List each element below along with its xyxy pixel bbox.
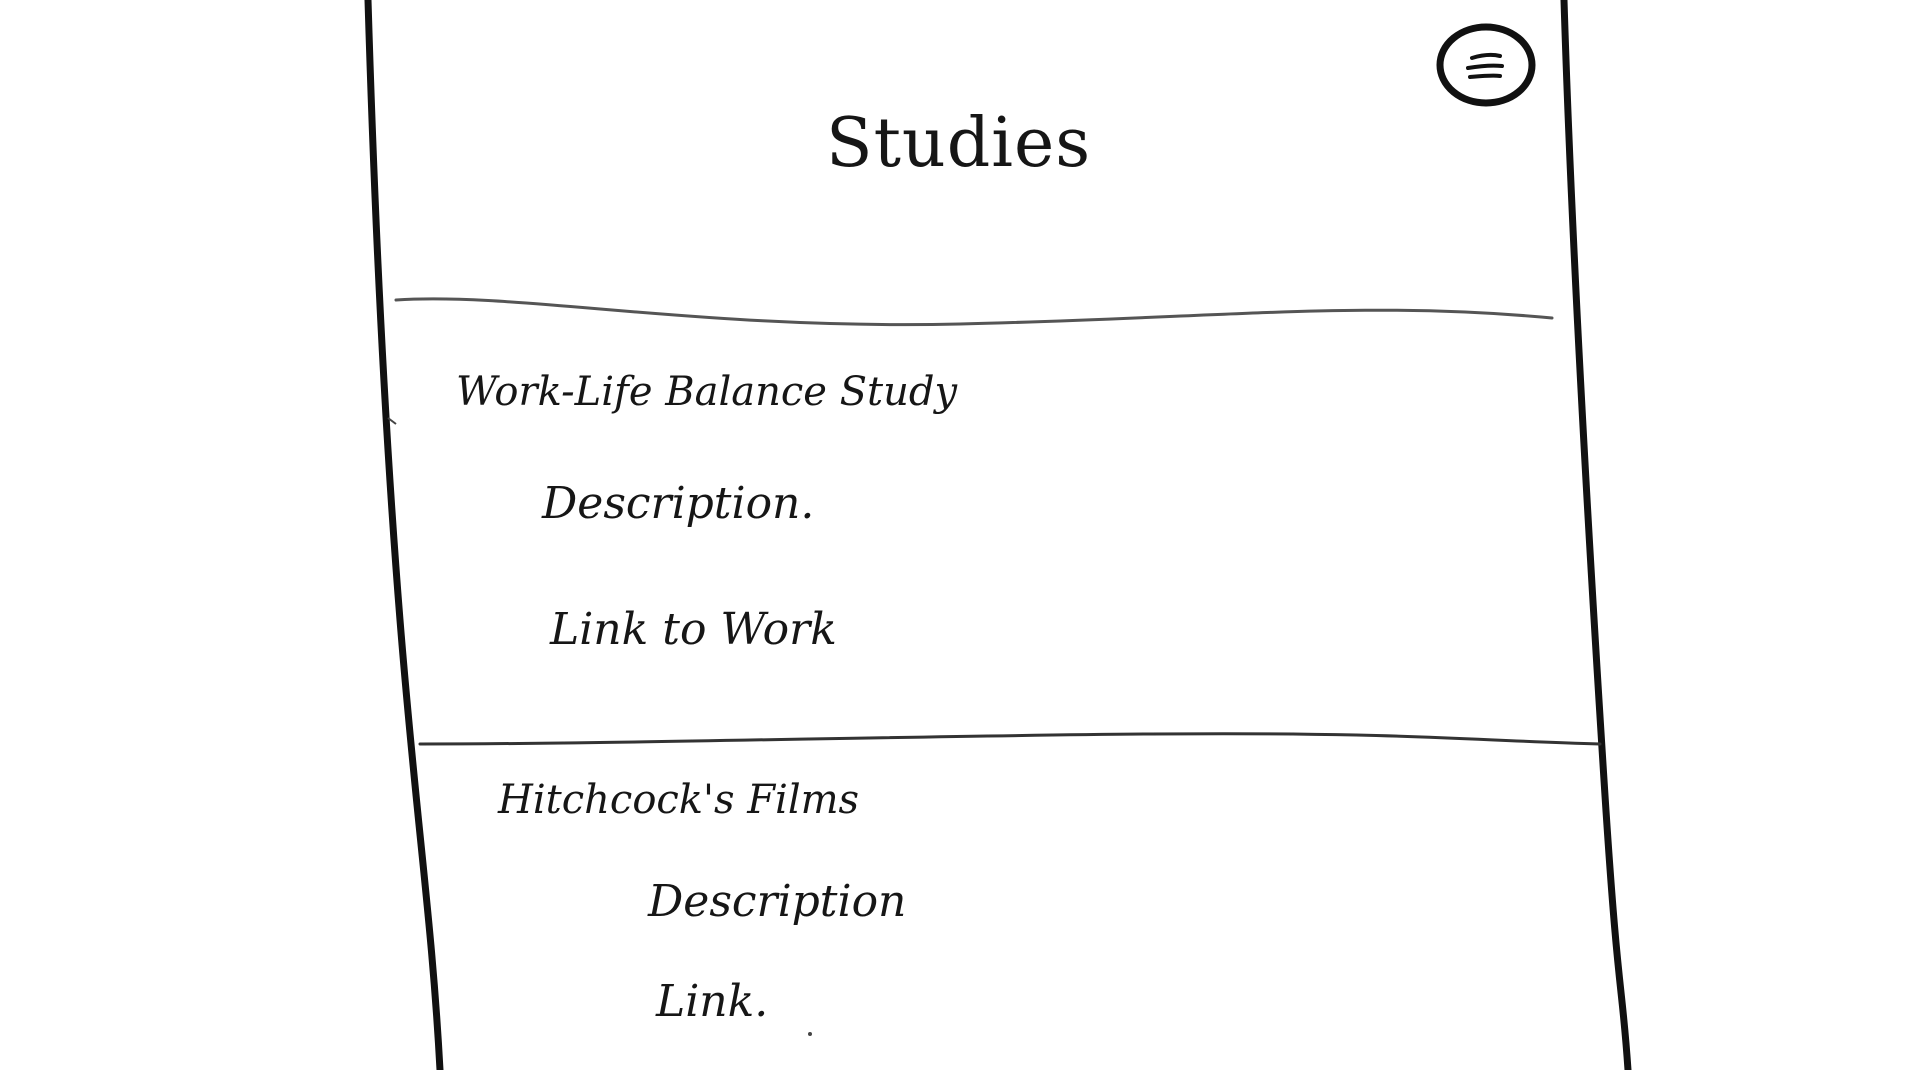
header-divider xyxy=(394,297,1554,327)
frame-left-edge xyxy=(364,0,444,1070)
study-divider xyxy=(418,732,1602,746)
page-title: Studies xyxy=(826,104,1092,183)
frame-right-edge xyxy=(1560,0,1632,1070)
study-title[interactable]: Hitchcock's Films xyxy=(498,777,860,823)
study-link[interactable]: Link. xyxy=(656,976,769,1027)
study-title[interactable]: Work-Life Balance Study xyxy=(456,369,958,415)
study-link[interactable]: Link to Work xyxy=(550,604,837,655)
frame-tick xyxy=(387,417,397,425)
menu-button[interactable] xyxy=(1436,22,1536,108)
stray-dot xyxy=(808,1032,812,1036)
study-description: Description xyxy=(648,876,907,927)
hamburger-menu-icon xyxy=(1436,23,1536,107)
study-description: Description. xyxy=(542,478,815,529)
